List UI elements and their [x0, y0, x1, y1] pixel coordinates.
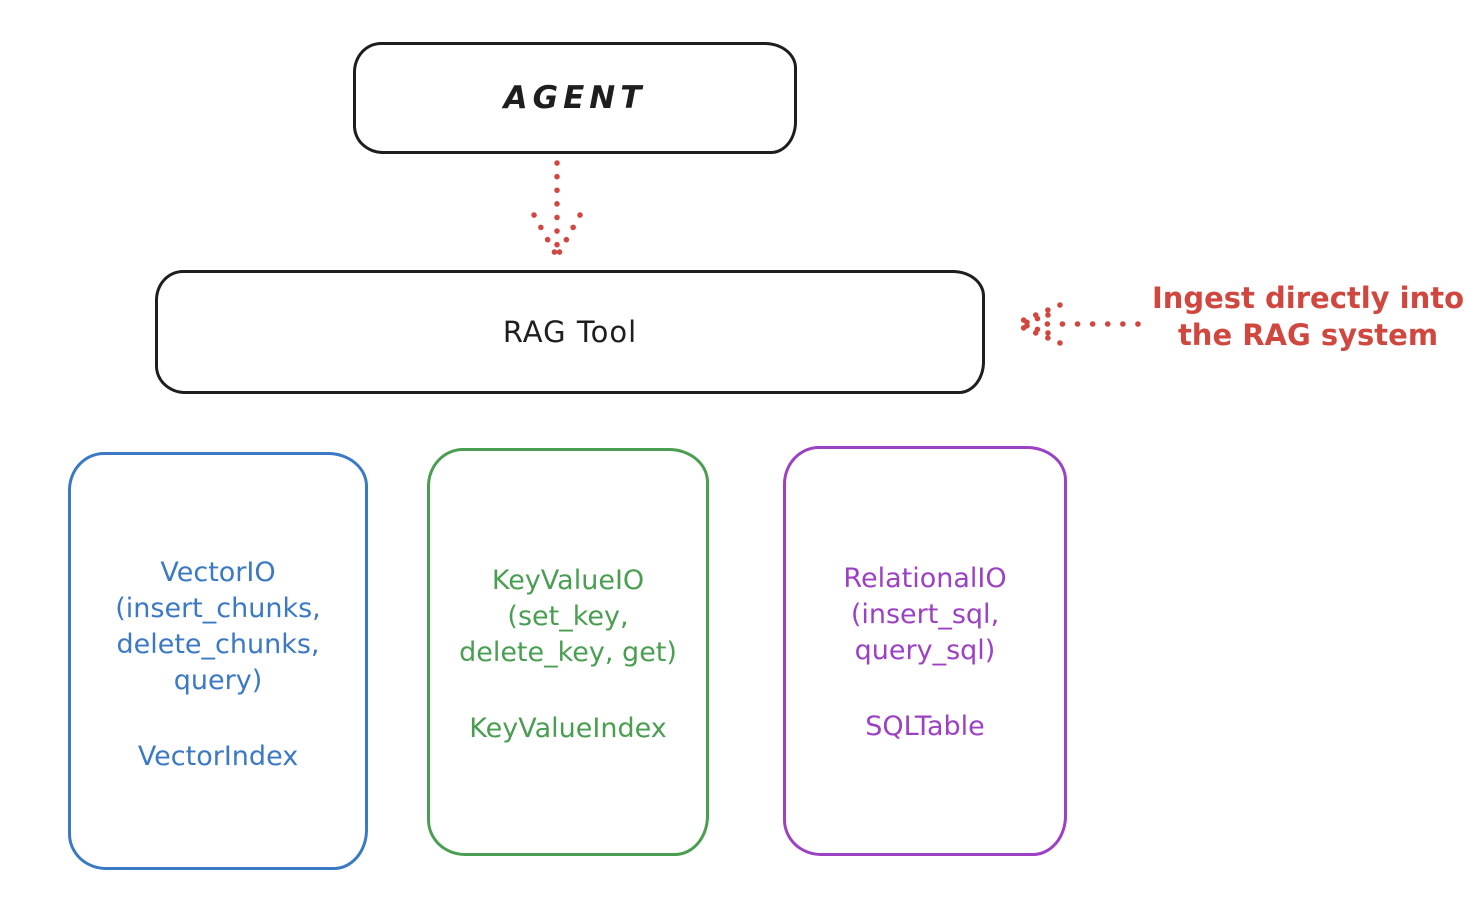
- ingest-annotation: Ingest directly into the RAG system: [1138, 280, 1478, 354]
- relational-io-box: RelationalIO (insert_sql, query_sql) SQL…: [783, 446, 1067, 856]
- backend-api-line: delete_chunks,: [116, 629, 320, 660]
- agent-to-ragtool-arrow-icon: [531, 160, 583, 261]
- rag-tool-box: RAG Tool: [155, 270, 985, 394]
- backend-title: KeyValueIO: [491, 565, 645, 596]
- keyvalue-io-box: KeyValueIO (set_key, delete_key, get) Ke…: [427, 448, 709, 856]
- backend-api-line: (insert_sql,: [850, 599, 1000, 630]
- rag-tool-label: RAG Tool: [502, 315, 638, 349]
- ingest-arrow-icon: [1016, 302, 1141, 346]
- backend-api-line: query_sql): [854, 635, 996, 666]
- backend-api-line: (set_key,: [507, 601, 629, 632]
- backend-title: RelationalIO: [843, 563, 1007, 594]
- backend-api-line: delete_key, get): [459, 637, 677, 668]
- ingest-annotation-line1: Ingest directly into: [1151, 281, 1465, 315]
- backend-title: VectorIO: [160, 557, 276, 588]
- backend-index-label: VectorIndex: [137, 741, 299, 772]
- vector-io-box: VectorIO (insert_chunks, delete_chunks, …: [68, 452, 368, 870]
- agent-label: AGENT: [503, 80, 647, 116]
- backend-index-label: SQLTable: [865, 711, 985, 742]
- backend-api-line: (insert_chunks,: [115, 593, 321, 624]
- backend-api-line: query): [173, 665, 263, 696]
- agent-box: AGENT: [353, 42, 797, 154]
- backend-index-label: KeyValueIndex: [469, 713, 667, 744]
- ingest-annotation-line2: the RAG system: [1177, 318, 1439, 352]
